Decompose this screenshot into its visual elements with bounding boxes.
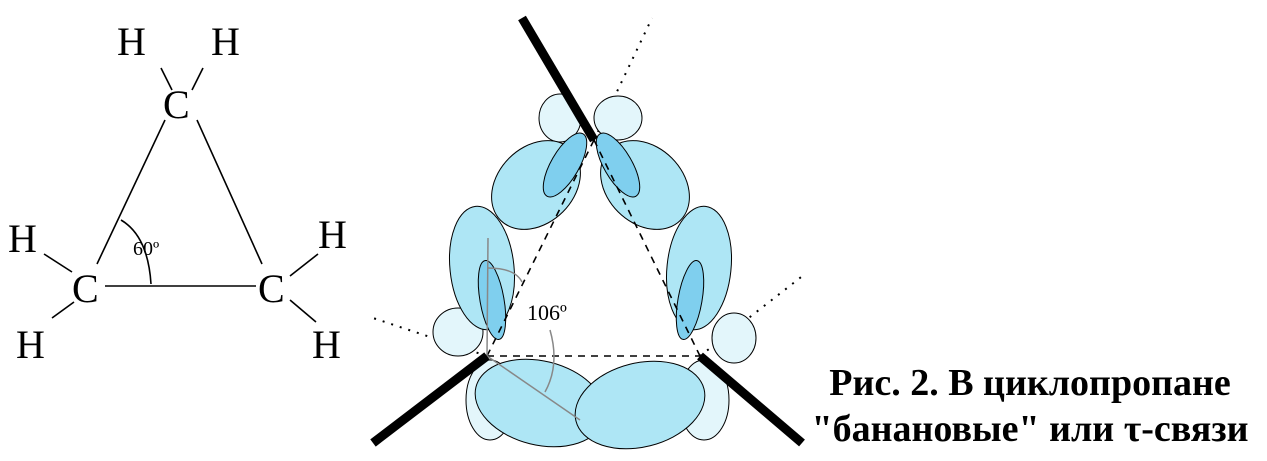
atom-h-top-right: H — [211, 19, 240, 64]
pale-lobe-right-upper — [711, 312, 757, 364]
dashed-line-right — [593, 139, 701, 357]
caption-line-2: "банановые" или τ-связи — [811, 408, 1249, 450]
wedge-bond-top — [518, 15, 598, 143]
lobe-core-top-left — [542, 132, 588, 198]
angle-arc-60 — [120, 219, 152, 285]
angle-arc-106-bottom — [544, 329, 555, 393]
caption-line-1: Рис. 2. В циклопропане — [829, 362, 1231, 404]
pale-lobe-top-right — [593, 95, 643, 141]
orbital-axis-2 — [486, 355, 581, 421]
bond-h-c-top-left — [160, 67, 173, 91]
bond-h-c-top-right — [191, 67, 204, 91]
lobe-core-top-right — [595, 132, 641, 198]
orbital-axis-1 — [486, 237, 489, 357]
atom-c-left: C — [72, 266, 99, 311]
atom-h-left-lower: H — [16, 322, 45, 367]
bond-h-c-right-upper — [289, 253, 319, 277]
lobe-bottom-right — [574, 360, 706, 450]
atom-h-right-lower: H — [312, 322, 341, 367]
banana-bond-diagram: 106º — [370, 15, 806, 450]
atom-c-top: C — [163, 82, 190, 127]
bond-h-c-left-upper — [43, 253, 73, 273]
atom-c-right: C — [258, 266, 285, 311]
hatched-bond-left — [372, 317, 488, 357]
atom-h-right-upper: H — [318, 212, 347, 257]
lobe-core-left — [477, 260, 507, 340]
atom-h-left-upper: H — [8, 216, 37, 261]
dashed-line-left — [486, 139, 595, 357]
angle-arc-106-top — [487, 267, 523, 283]
cyclopropane-structure: H H C H C H H C H 60º — [8, 19, 347, 367]
angle-label-60: 60º — [133, 238, 159, 260]
wedge-bond-left — [370, 352, 490, 447]
bond-c-c-right — [196, 119, 263, 265]
bond-h-c-right-lower — [289, 299, 317, 323]
bond-c-c-left — [96, 119, 166, 265]
bond-h-c-left-lower — [51, 301, 75, 319]
atom-h-top-left: H — [117, 19, 146, 64]
lobe-core-right — [675, 260, 705, 340]
wedge-bond-right — [697, 352, 805, 447]
angle-label-106: 106º — [527, 300, 567, 325]
figure-caption: Рис. 2. В циклопропане "банановые" или τ… — [800, 360, 1260, 452]
